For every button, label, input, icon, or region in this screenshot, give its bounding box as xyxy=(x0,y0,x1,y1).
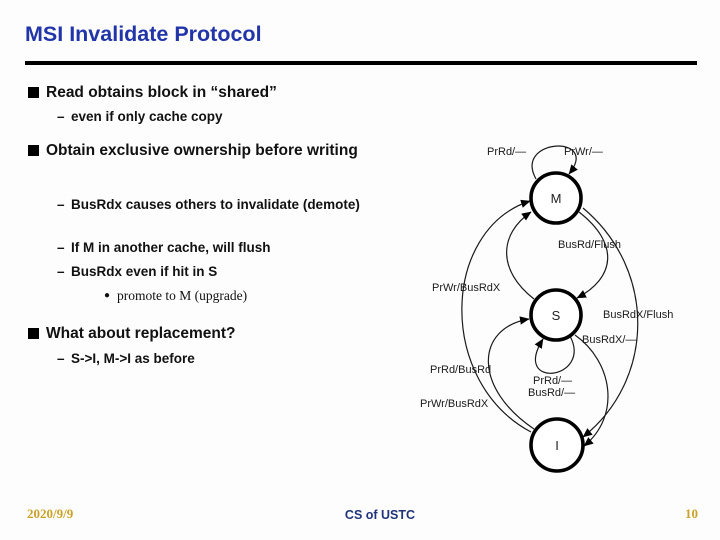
dash-bullet-icon: – xyxy=(57,197,65,212)
bullet-item: – If M in another cache, will flush xyxy=(57,239,363,257)
bullet-text: BusRdx causes others to invalidate (demo… xyxy=(71,197,360,212)
state-label-i: I xyxy=(555,438,559,453)
square-bullet-icon xyxy=(28,145,39,156)
edge-label-s-self-busrd: BusRd/— xyxy=(528,387,575,399)
transition-m-self xyxy=(531,145,578,180)
title-divider xyxy=(25,61,697,65)
square-bullet-icon xyxy=(28,328,39,339)
transition-s-self xyxy=(534,335,575,374)
dash-bullet-icon: – xyxy=(57,240,65,255)
dot-bullet-icon: ● xyxy=(104,290,111,301)
bullet-text: BusRdx even if hit in S xyxy=(71,264,218,279)
page-number: 10 xyxy=(685,506,698,521)
bullet-item: ● promote to M (upgrade) xyxy=(104,288,247,304)
edge-label-s-self-prrd: PrRd/— xyxy=(533,375,572,387)
bullet-item: – even if only cache copy xyxy=(57,108,363,126)
bullet-text: even if only cache copy xyxy=(71,109,223,124)
edge-label-s-to-m: PrWr/BusRdX xyxy=(432,282,501,294)
bullet-item: Read obtains block in “shared” xyxy=(28,81,378,104)
bullet-text: Read obtains block in “shared” xyxy=(46,84,277,101)
bullet-text: Obtain exclusive ownership before writin… xyxy=(46,142,358,159)
transition-s-to-m xyxy=(506,211,535,300)
transition-m-to-s xyxy=(576,211,609,299)
footer-date: 2020/9/9 xyxy=(27,506,74,521)
edge-label-m-to-i: BusRdX/Flush xyxy=(603,309,673,321)
transition-i-to-m xyxy=(461,199,532,433)
slide-title: MSI Invalidate Protocol xyxy=(25,22,262,46)
state-label-m: M xyxy=(551,191,562,206)
edge-label-m-self-prwr: PrWr/— xyxy=(564,146,603,158)
edge-label-m-self-prrd: PrRd/— xyxy=(487,146,526,158)
bullet-item: – S->I, M->I as before xyxy=(57,350,363,368)
bullet-item: – BusRdx causes others to invalidate (de… xyxy=(57,196,363,214)
bullet-text: promote to M (upgrade) xyxy=(117,288,248,303)
square-bullet-icon xyxy=(28,87,39,98)
bullet-item: Obtain exclusive ownership before writin… xyxy=(28,139,378,162)
bullet-text: If M in another cache, will flush xyxy=(71,240,271,255)
edge-label-i-to-m: PrWr/BusRdX xyxy=(420,398,489,410)
edge-label-m-to-s: BusRd/Flush xyxy=(558,239,621,251)
state-circle-m xyxy=(529,171,583,225)
dash-bullet-icon: – xyxy=(57,109,65,124)
edge-label-i-to-s: PrRd/BusRd xyxy=(430,364,491,376)
state-diagram: M S I PrRd/— PrWr/— BusRd/Flush PrWr/Bus… xyxy=(415,130,720,485)
bullet-text: S->I, M->I as before xyxy=(71,351,195,366)
state-label-s: S xyxy=(552,308,561,323)
dash-bullet-icon: – xyxy=(57,351,65,366)
transition-s-to-i xyxy=(574,334,609,447)
transition-m-to-i xyxy=(582,207,639,438)
state-circle-i xyxy=(529,417,585,473)
edge-label-s-to-i: BusRdX/— xyxy=(582,334,636,346)
bullet-text: What about replacement? xyxy=(46,325,236,342)
transition-i-to-s xyxy=(487,316,535,430)
state-circle-s xyxy=(529,288,583,342)
bullet-item: – BusRdx even if hit in S xyxy=(57,263,363,281)
bullet-item: What about replacement? xyxy=(28,322,378,345)
dash-bullet-icon: – xyxy=(57,264,65,279)
footer-course: CS of USTC xyxy=(344,508,416,522)
